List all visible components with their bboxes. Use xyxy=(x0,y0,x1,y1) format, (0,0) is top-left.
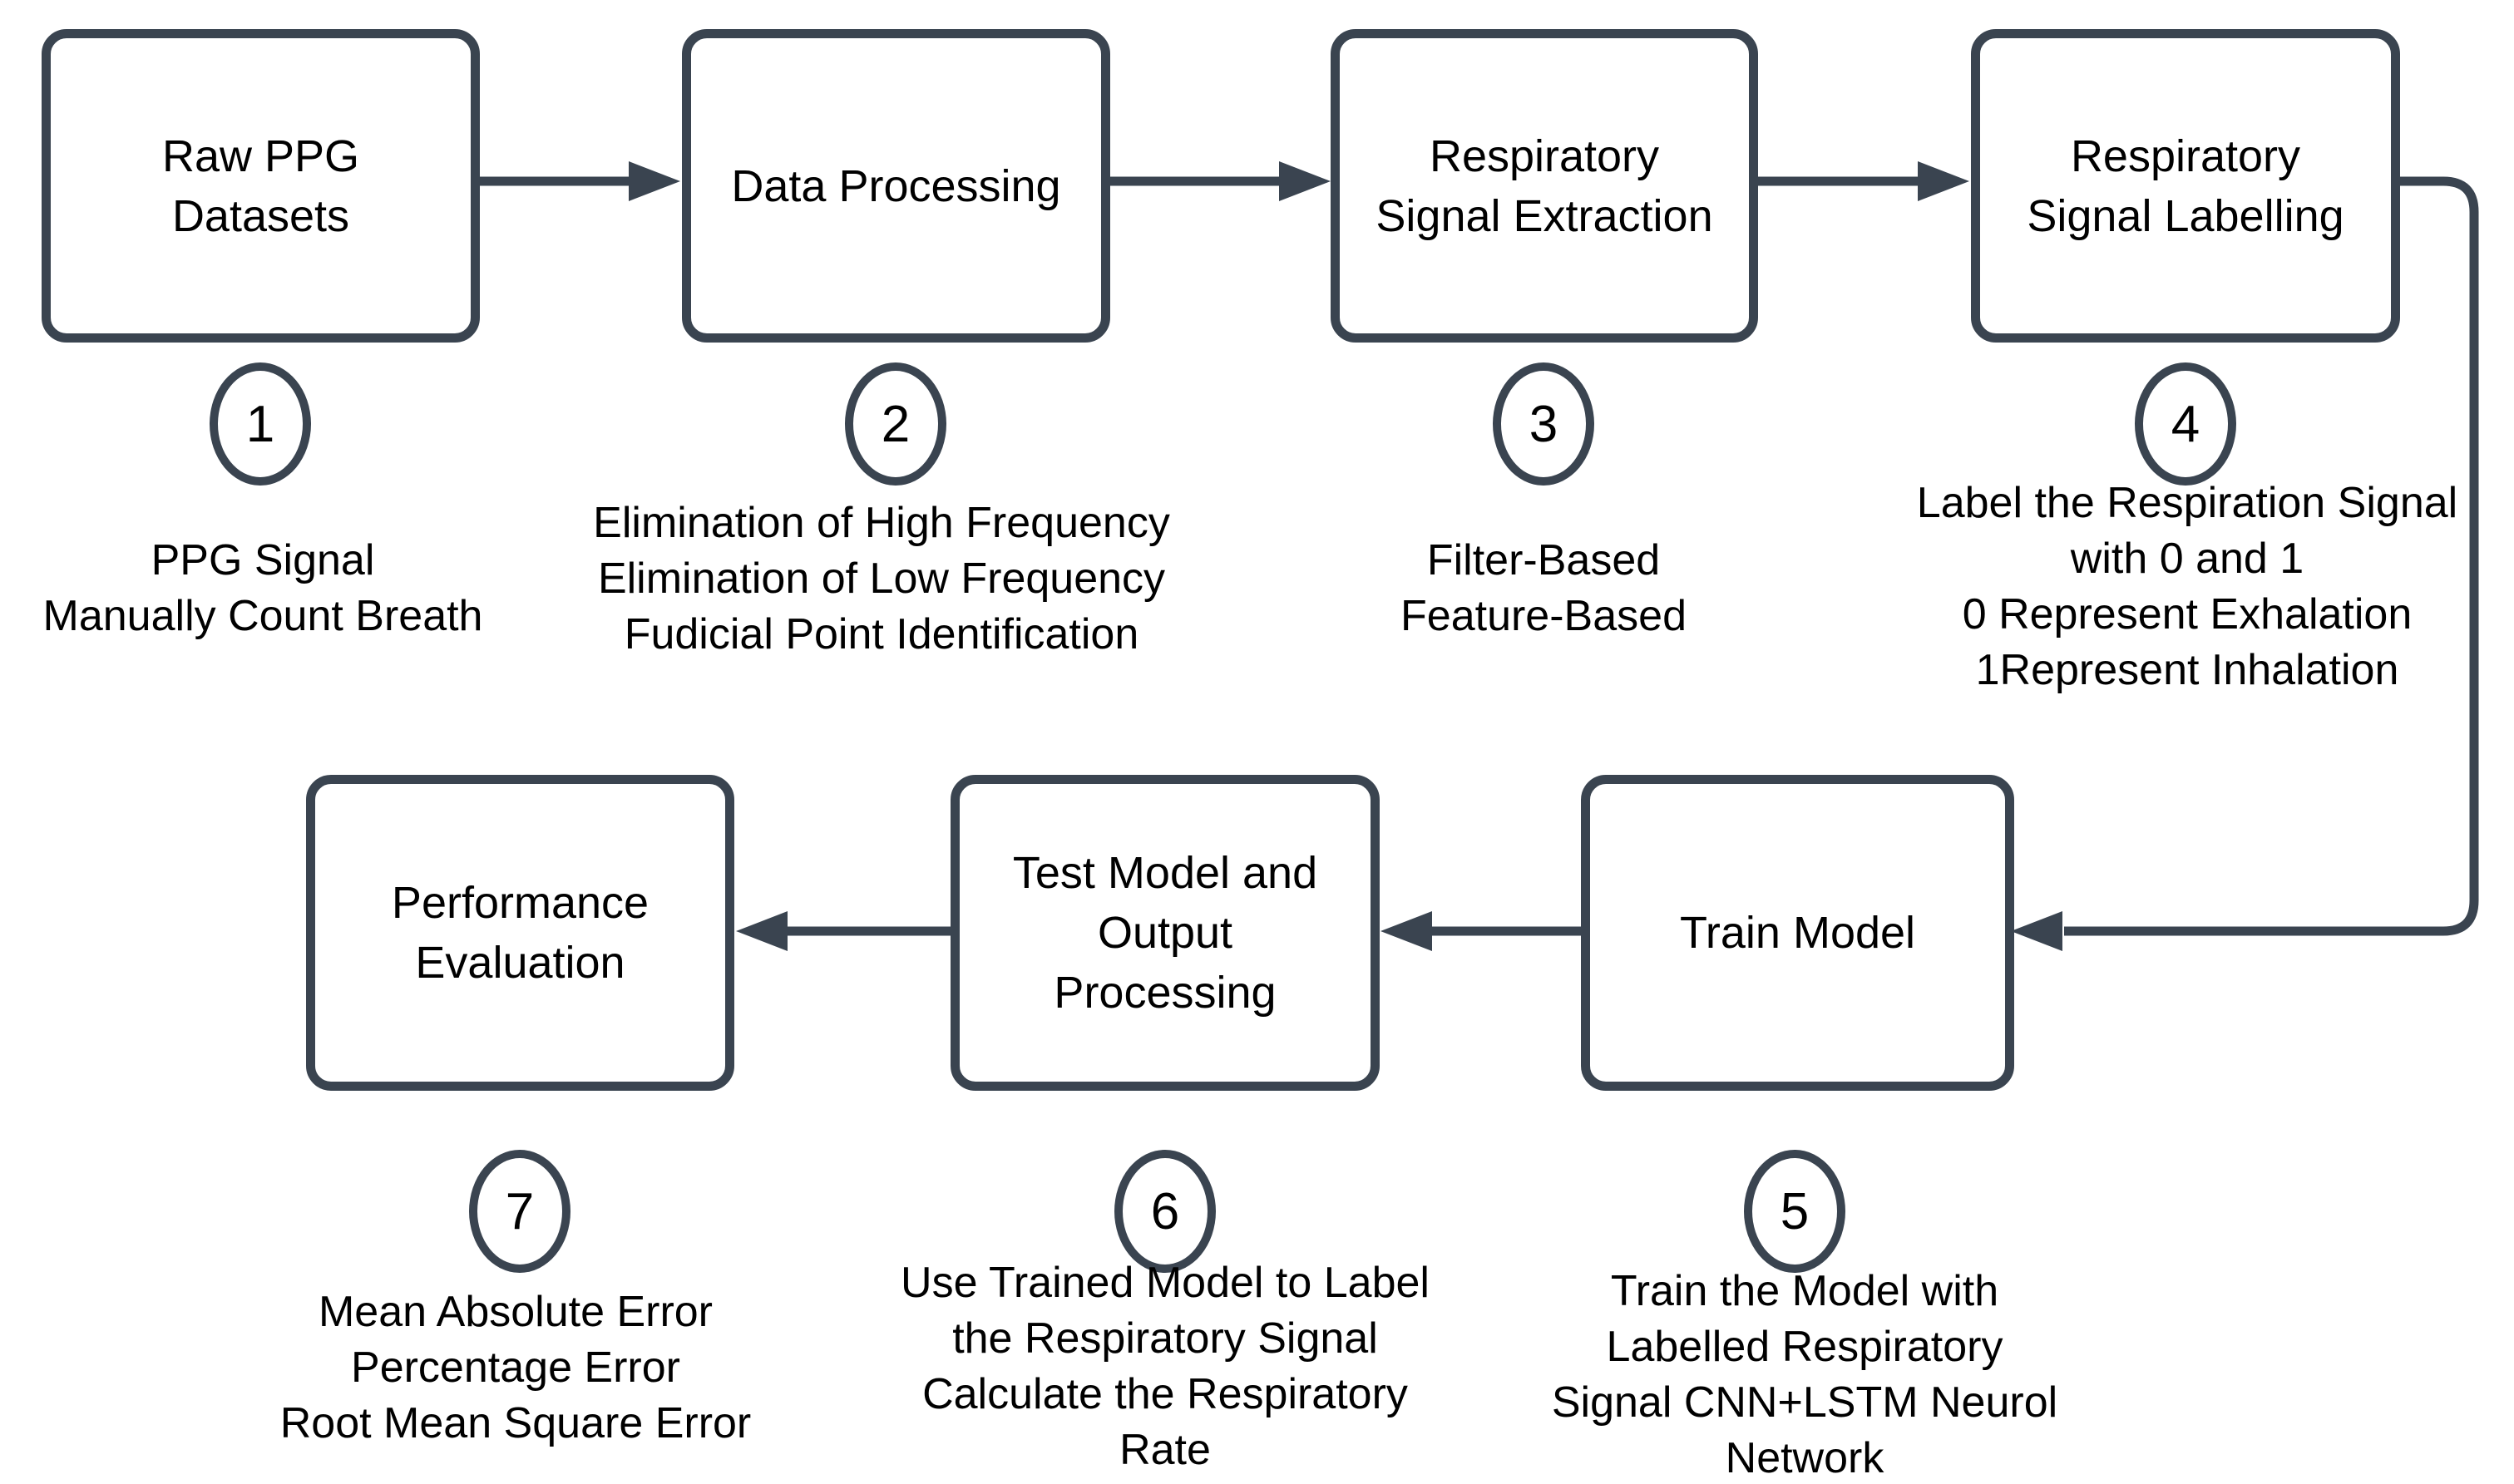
box-label-performance-evaluation: Performance Evaluation xyxy=(392,873,649,993)
box-label-line: Test Model and xyxy=(1012,848,1318,898)
box-respiratory-signal-extraction: Respiratory Signal Extraction xyxy=(1331,29,1758,343)
note-line: Train the Model with xyxy=(1610,1267,1999,1315)
note-line: Use Trained Model to Label xyxy=(901,1259,1430,1307)
note-line: 1Represent Inhalation xyxy=(1975,646,2399,694)
note-line: Labelled Respiratory xyxy=(1606,1323,2003,1371)
note-line: with 0 and 1 xyxy=(2070,535,2304,583)
step-number: 7 xyxy=(505,1182,535,1240)
note-line: Label the Respiration Signal xyxy=(1916,479,2458,527)
step-number: 2 xyxy=(881,395,911,453)
note-line: Signal CNN+LSTM Neurol xyxy=(1551,1378,2058,1427)
note-line: Root Mean Square Error xyxy=(279,1399,752,1447)
box-label-line: Performance xyxy=(391,878,649,928)
box-label-line: Respiratory xyxy=(2070,131,2301,181)
step-note-6: Use Trained Model to Label the Respirato… xyxy=(849,1255,1481,1478)
box-label-line: Data Processing xyxy=(731,160,1061,211)
box-label-respiratory-signal-labelling: Respiratory Signal Labelling xyxy=(2027,126,2344,246)
note-line: Rate xyxy=(1119,1426,1211,1474)
note-line: Percentage Error xyxy=(351,1343,680,1392)
box-train-model: Train Model xyxy=(1581,775,2014,1091)
box-label-line: Signal Labelling xyxy=(2027,190,2344,241)
step-number-badge-2: 2 xyxy=(845,362,946,486)
box-test-model-and-output-processing: Test Model and Output Processing xyxy=(951,775,1380,1091)
step-number: 6 xyxy=(1150,1182,1180,1240)
connector-step4-to-step5 xyxy=(2064,176,2479,936)
note-line: Mean Absolute Error xyxy=(318,1288,714,1336)
step-number-badge-1: 1 xyxy=(210,362,311,486)
note-line: Fudicial Point Identification xyxy=(624,610,1139,658)
box-label-test-model-and-output-processing: Test Model and Output Processing xyxy=(1013,843,1317,1023)
note-line: Feature-Based xyxy=(1400,592,1687,640)
note-line: Network xyxy=(1725,1434,1884,1482)
note-line: Filter-Based xyxy=(1426,536,1661,584)
step-number-badge-7: 7 xyxy=(469,1150,570,1273)
box-label-line: Raw PPG xyxy=(161,131,360,181)
box-label-line: Processing xyxy=(1054,968,1277,1018)
box-label-raw-ppg-datasets: Raw PPG Datasets xyxy=(162,126,359,246)
box-label-train-model: Train Model xyxy=(1680,903,1915,963)
box-respiratory-signal-labelling: Respiratory Signal Labelling xyxy=(1971,29,2400,343)
step-note-5: Train the Model with Labelled Respirator… xyxy=(1514,1264,2096,1484)
box-performance-evaluation: Performance Evaluation xyxy=(306,775,734,1091)
step-number-badge-5: 5 xyxy=(1744,1150,1845,1273)
arrowhead-step2-to-step3 xyxy=(1279,161,1331,201)
box-label-line: Signal Extraction xyxy=(1376,190,1713,241)
step-number: 1 xyxy=(245,395,275,453)
box-label-line: Train Model xyxy=(1679,908,1916,958)
note-line: the Respiratory Signal xyxy=(952,1314,1378,1363)
step-note-4: Label the Respiration Signal with 0 and … xyxy=(1855,476,2514,698)
step-number-badge-6: 6 xyxy=(1114,1150,1216,1273)
step-note-3: Filter-Based Feature-Based xyxy=(1252,533,1835,644)
step-number-badge-3: 3 xyxy=(1493,362,1594,486)
step-number-badge-4: 4 xyxy=(2135,362,2236,486)
note-line: Calculate the Respiratory xyxy=(922,1370,1408,1418)
arrowhead-step3-to-step4 xyxy=(1918,161,1969,201)
note-line: Elimination of Low Frequency xyxy=(597,555,1166,603)
box-label-line: Respiratory xyxy=(1429,131,1660,181)
step-number: 5 xyxy=(1780,1182,1810,1240)
arrowhead-step5-to-step6 xyxy=(1380,911,1432,951)
note-line: Manually Count Breath xyxy=(42,592,483,640)
note-line: 0 Represent Exhalation xyxy=(1962,590,2413,638)
note-line: Elimination of High Frequency xyxy=(593,499,1170,547)
box-label-line: Evaluation xyxy=(415,938,625,988)
arrowhead-step4-to-step5 xyxy=(2011,911,2062,951)
box-label-respiratory-signal-extraction: Respiratory Signal Extraction xyxy=(1376,126,1712,246)
step-number: 4 xyxy=(2171,395,2200,453)
arrowhead-step1-to-step2 xyxy=(629,161,680,201)
step-note-1: PPG Signal Manually Count Breath xyxy=(0,533,554,644)
box-raw-ppg-datasets: Raw PPG Datasets xyxy=(42,29,480,343)
box-label-line: Output xyxy=(1097,908,1233,958)
arrowhead-step6-to-step7 xyxy=(736,911,788,951)
box-label-line: Datasets xyxy=(171,190,350,241)
step-note-7: Mean Absolute Error Percentage Error Roo… xyxy=(225,1284,807,1452)
step-note-2: Elimination of High Frequency Eliminatio… xyxy=(549,495,1214,663)
note-line: PPG Signal xyxy=(151,536,375,584)
step-number: 3 xyxy=(1529,395,1558,453)
box-label-data-processing: Data Processing xyxy=(731,156,1060,216)
box-data-processing: Data Processing xyxy=(682,29,1110,343)
